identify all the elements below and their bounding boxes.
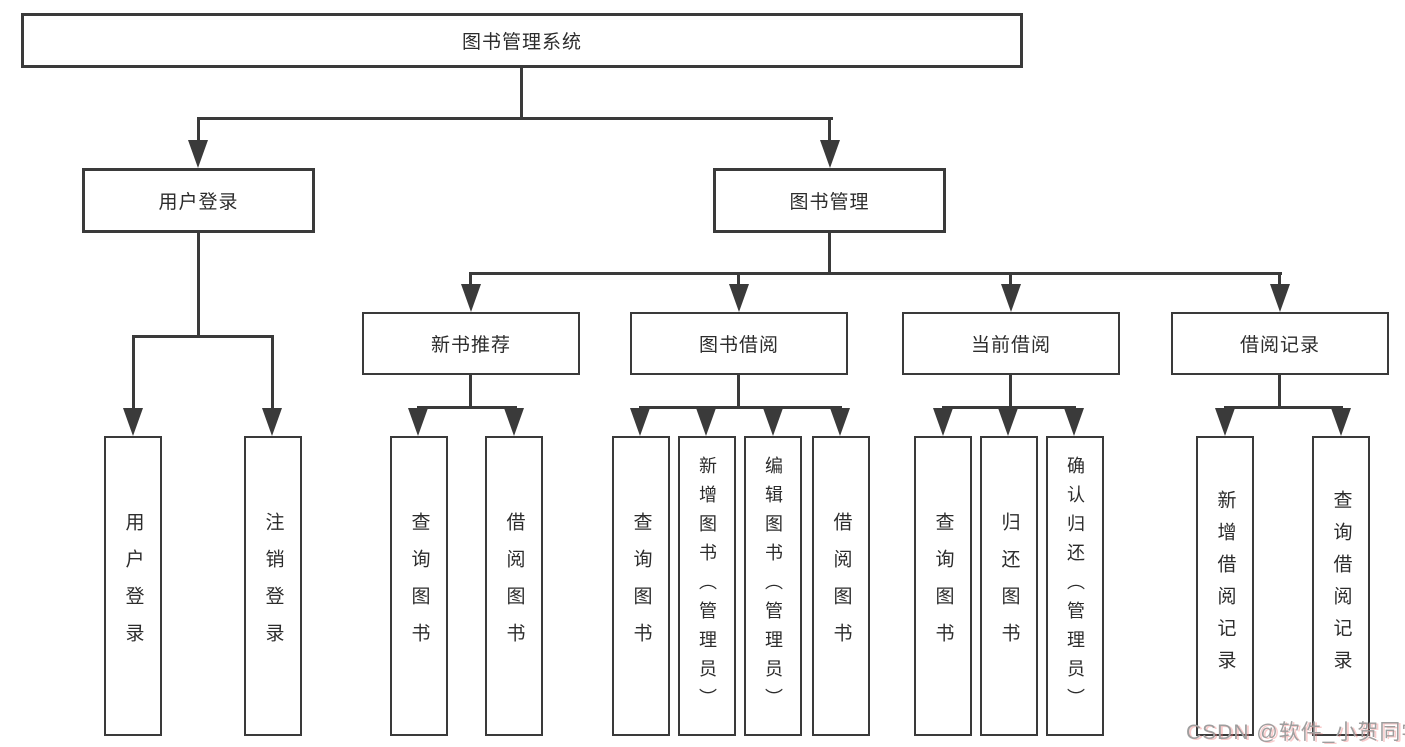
leaf-add-borrow-record: 新增借阅记录	[1196, 436, 1254, 736]
connector-line	[197, 233, 200, 335]
node-label: 查询图书	[630, 512, 652, 660]
node-book-management: 图书管理	[713, 168, 946, 233]
node-label: 用户登录	[158, 192, 239, 213]
node-label: 新书推荐	[430, 335, 511, 356]
leaf-confirm-return-admin: 确认归还（管理员）	[1046, 436, 1104, 736]
connector-arrowhead	[262, 408, 282, 436]
connector-arrowhead	[1001, 284, 1021, 312]
leaf-logout: 注销登录	[244, 436, 302, 736]
connector-arrowhead	[408, 408, 428, 436]
node-label: 查询图书	[408, 512, 430, 660]
node-label: 归还图书	[998, 512, 1020, 660]
connector-line	[469, 272, 1282, 275]
node-label: 查询图书	[932, 512, 954, 660]
node-label: 借阅图书	[503, 512, 525, 660]
node-label: 新增图书（管理员）	[697, 455, 717, 717]
node-label: 确认归还（管理员）	[1065, 455, 1085, 717]
connector-arrowhead	[630, 408, 650, 436]
connector-arrowhead	[830, 408, 850, 436]
node-system-root: 图书管理系统	[21, 13, 1023, 68]
connector-line	[737, 375, 740, 409]
connector-line	[1278, 272, 1281, 286]
connector-line	[828, 233, 831, 275]
connector-arrowhead	[1270, 284, 1290, 312]
node-new-book-recommendation: 新书推荐	[362, 312, 580, 375]
connector-line	[132, 335, 135, 410]
leaf-query-books-recommend: 查询图书	[390, 436, 448, 736]
connector-line	[1009, 272, 1012, 286]
connector-line	[1278, 375, 1281, 409]
connector-arrowhead	[1331, 408, 1351, 436]
leaf-user-login: 用户登录	[104, 436, 162, 736]
node-label: 图书借阅	[698, 335, 779, 356]
connector-line	[737, 272, 740, 286]
connector-line	[1224, 406, 1343, 409]
connector-line	[197, 117, 833, 120]
node-user-login-branch: 用户登录	[82, 168, 315, 233]
connector-arrowhead	[998, 408, 1018, 436]
node-current-borrowing: 当前借阅	[902, 312, 1120, 375]
connector-line	[469, 375, 472, 409]
node-label: 用户登录	[122, 512, 144, 660]
connector-line	[1009, 375, 1012, 409]
node-label: 注销登录	[262, 512, 284, 660]
node-label: 新增借阅记录	[1214, 490, 1236, 682]
connector-line	[828, 117, 831, 142]
connector-arrowhead	[123, 408, 143, 436]
node-label: 借阅图书	[830, 512, 852, 660]
connector-line	[942, 406, 1076, 409]
connector-line	[469, 272, 472, 286]
connector-arrowhead	[1064, 408, 1084, 436]
connector-arrowhead	[763, 408, 783, 436]
connector-line	[639, 406, 842, 409]
node-borrow-records: 借阅记录	[1171, 312, 1389, 375]
connector-line	[197, 117, 200, 142]
connector-line	[520, 68, 523, 117]
leaf-borrow-books-recommend: 借阅图书	[485, 436, 543, 736]
connector-arrowhead	[696, 408, 716, 436]
connector-arrowhead	[504, 408, 524, 436]
node-label: 借阅记录	[1239, 335, 1320, 356]
connector-arrowhead	[933, 408, 953, 436]
connector-arrowhead	[461, 284, 481, 312]
watermark: CSDN @软件_小贺同学	[1186, 721, 1405, 744]
node-label: 查询借阅记录	[1330, 490, 1352, 682]
connector-arrowhead	[729, 284, 749, 312]
connector-arrowhead	[1215, 408, 1235, 436]
leaf-borrow-book: 借阅图书	[812, 436, 870, 736]
leaf-query-books-borrow: 查询图书	[612, 436, 670, 736]
node-label: 编辑图书（管理员）	[763, 455, 783, 717]
connector-line	[271, 335, 274, 410]
connector-line	[417, 406, 517, 409]
leaf-return-book: 归还图书	[980, 436, 1038, 736]
node-label: 图书管理系统	[461, 32, 582, 53]
leaf-query-books-current: 查询图书	[914, 436, 972, 736]
connector-arrowhead	[820, 140, 840, 168]
leaf-edit-book-admin: 编辑图书（管理员）	[744, 436, 802, 736]
node-label: 图书管理	[789, 192, 870, 213]
node-book-borrowing: 图书借阅	[630, 312, 848, 375]
leaf-add-book-admin: 新增图书（管理员）	[678, 436, 736, 736]
connector-line	[132, 335, 274, 338]
leaf-query-borrow-record: 查询借阅记录	[1312, 436, 1370, 736]
node-label: 当前借阅	[970, 335, 1051, 356]
connector-arrowhead	[188, 140, 208, 168]
